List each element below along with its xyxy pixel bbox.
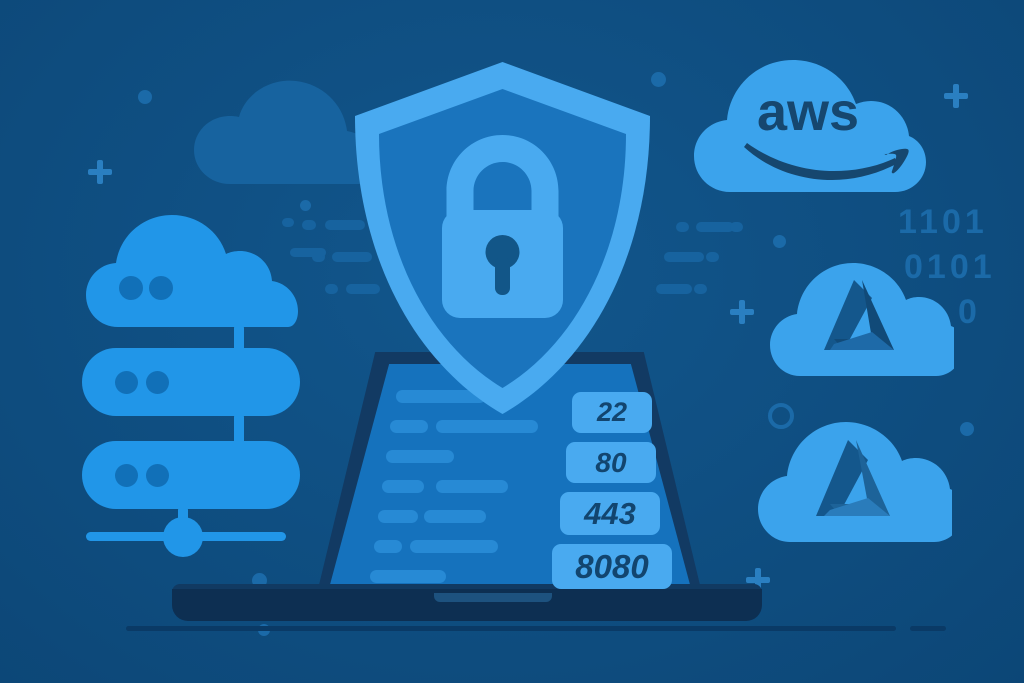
open-ports-list: 22 80 443 8080 xyxy=(552,392,680,598)
aws-cloud-logo: aws xyxy=(694,60,926,192)
server-connector-line xyxy=(234,414,244,444)
led-icon xyxy=(149,276,173,300)
code-line xyxy=(410,540,498,553)
code-line xyxy=(390,420,428,433)
port-value: 22 xyxy=(596,397,628,427)
azure-cloud-logo-top xyxy=(770,263,954,376)
dot-decoration-icon xyxy=(300,200,311,211)
amazon-smile-arrow-tip xyxy=(883,148,909,174)
dash-decoration-icon xyxy=(706,252,719,262)
code-line xyxy=(370,570,446,583)
binary-line-3: 0 xyxy=(958,293,981,331)
cloud-icon xyxy=(86,215,298,327)
dot-decoration-icon xyxy=(138,90,152,104)
shield-icon xyxy=(355,62,650,414)
dash-decoration-icon xyxy=(664,252,704,262)
dash-decoration-icon xyxy=(656,284,692,294)
server-stack-icon xyxy=(78,215,310,560)
dash-decoration-icon xyxy=(312,252,325,262)
led-icon xyxy=(115,464,138,487)
led-icon xyxy=(115,371,138,394)
dash-decoration-icon xyxy=(282,218,294,227)
port-badge-80[interactable]: 80 xyxy=(566,442,656,483)
code-line xyxy=(436,420,538,433)
azure-a-icon xyxy=(824,280,894,350)
dash-decoration-icon xyxy=(290,248,326,257)
dash-decoration-icon xyxy=(696,222,734,232)
dot-decoration-icon xyxy=(960,422,974,436)
code-line xyxy=(436,480,508,493)
code-line xyxy=(378,510,418,523)
dash-decoration-icon xyxy=(346,284,380,294)
padlock-icon xyxy=(442,135,563,318)
port-value: 8080 xyxy=(575,547,649,585)
port-badge-8080[interactable]: 8080 xyxy=(552,544,672,589)
azure-a-icon xyxy=(816,440,890,516)
ground-line-decoration xyxy=(126,626,896,631)
plus-decoration-icon xyxy=(730,300,754,324)
dash-decoration-icon xyxy=(694,284,707,294)
led-icon xyxy=(119,276,143,300)
ground-line-decoration xyxy=(910,626,946,631)
laptop-trackpad xyxy=(434,593,552,602)
binary-line-2: 0101 xyxy=(904,248,996,286)
network-node-icon xyxy=(163,517,203,557)
server-unit xyxy=(82,441,300,509)
code-line xyxy=(424,510,486,523)
dash-decoration-icon xyxy=(676,222,689,232)
port-badge-443[interactable]: 443 xyxy=(560,492,660,535)
dash-decoration-icon xyxy=(325,220,365,230)
ring-decoration-icon xyxy=(768,403,794,429)
server-unit xyxy=(82,348,300,416)
server-connector-line xyxy=(234,325,244,355)
port-value: 443 xyxy=(584,495,636,531)
led-icon xyxy=(146,464,169,487)
code-line xyxy=(396,390,486,403)
amazon-smile-arrow-icon xyxy=(744,143,898,180)
binary-line-1: 1101 xyxy=(898,203,988,241)
code-line xyxy=(382,480,424,493)
dash-decoration-icon xyxy=(730,222,743,232)
plus-decoration-icon xyxy=(88,160,112,184)
dash-decoration-icon xyxy=(302,220,316,230)
code-line xyxy=(374,540,402,553)
code-line xyxy=(386,450,454,463)
led-icon xyxy=(146,371,169,394)
port-value: 80 xyxy=(595,446,627,478)
aws-wordmark: aws xyxy=(757,82,859,142)
dot-decoration-icon xyxy=(651,72,666,87)
port-badge-22[interactable]: 22 xyxy=(572,392,652,433)
background-cloud-icon xyxy=(194,80,380,184)
dash-decoration-icon xyxy=(332,252,372,262)
binary-digits-decoration: 1101 0101 0 xyxy=(898,203,996,332)
azure-cloud-logo-bottom xyxy=(758,422,952,542)
dash-decoration-icon xyxy=(325,284,338,294)
plus-decoration-icon xyxy=(944,84,968,108)
dot-decoration-icon xyxy=(773,235,786,248)
